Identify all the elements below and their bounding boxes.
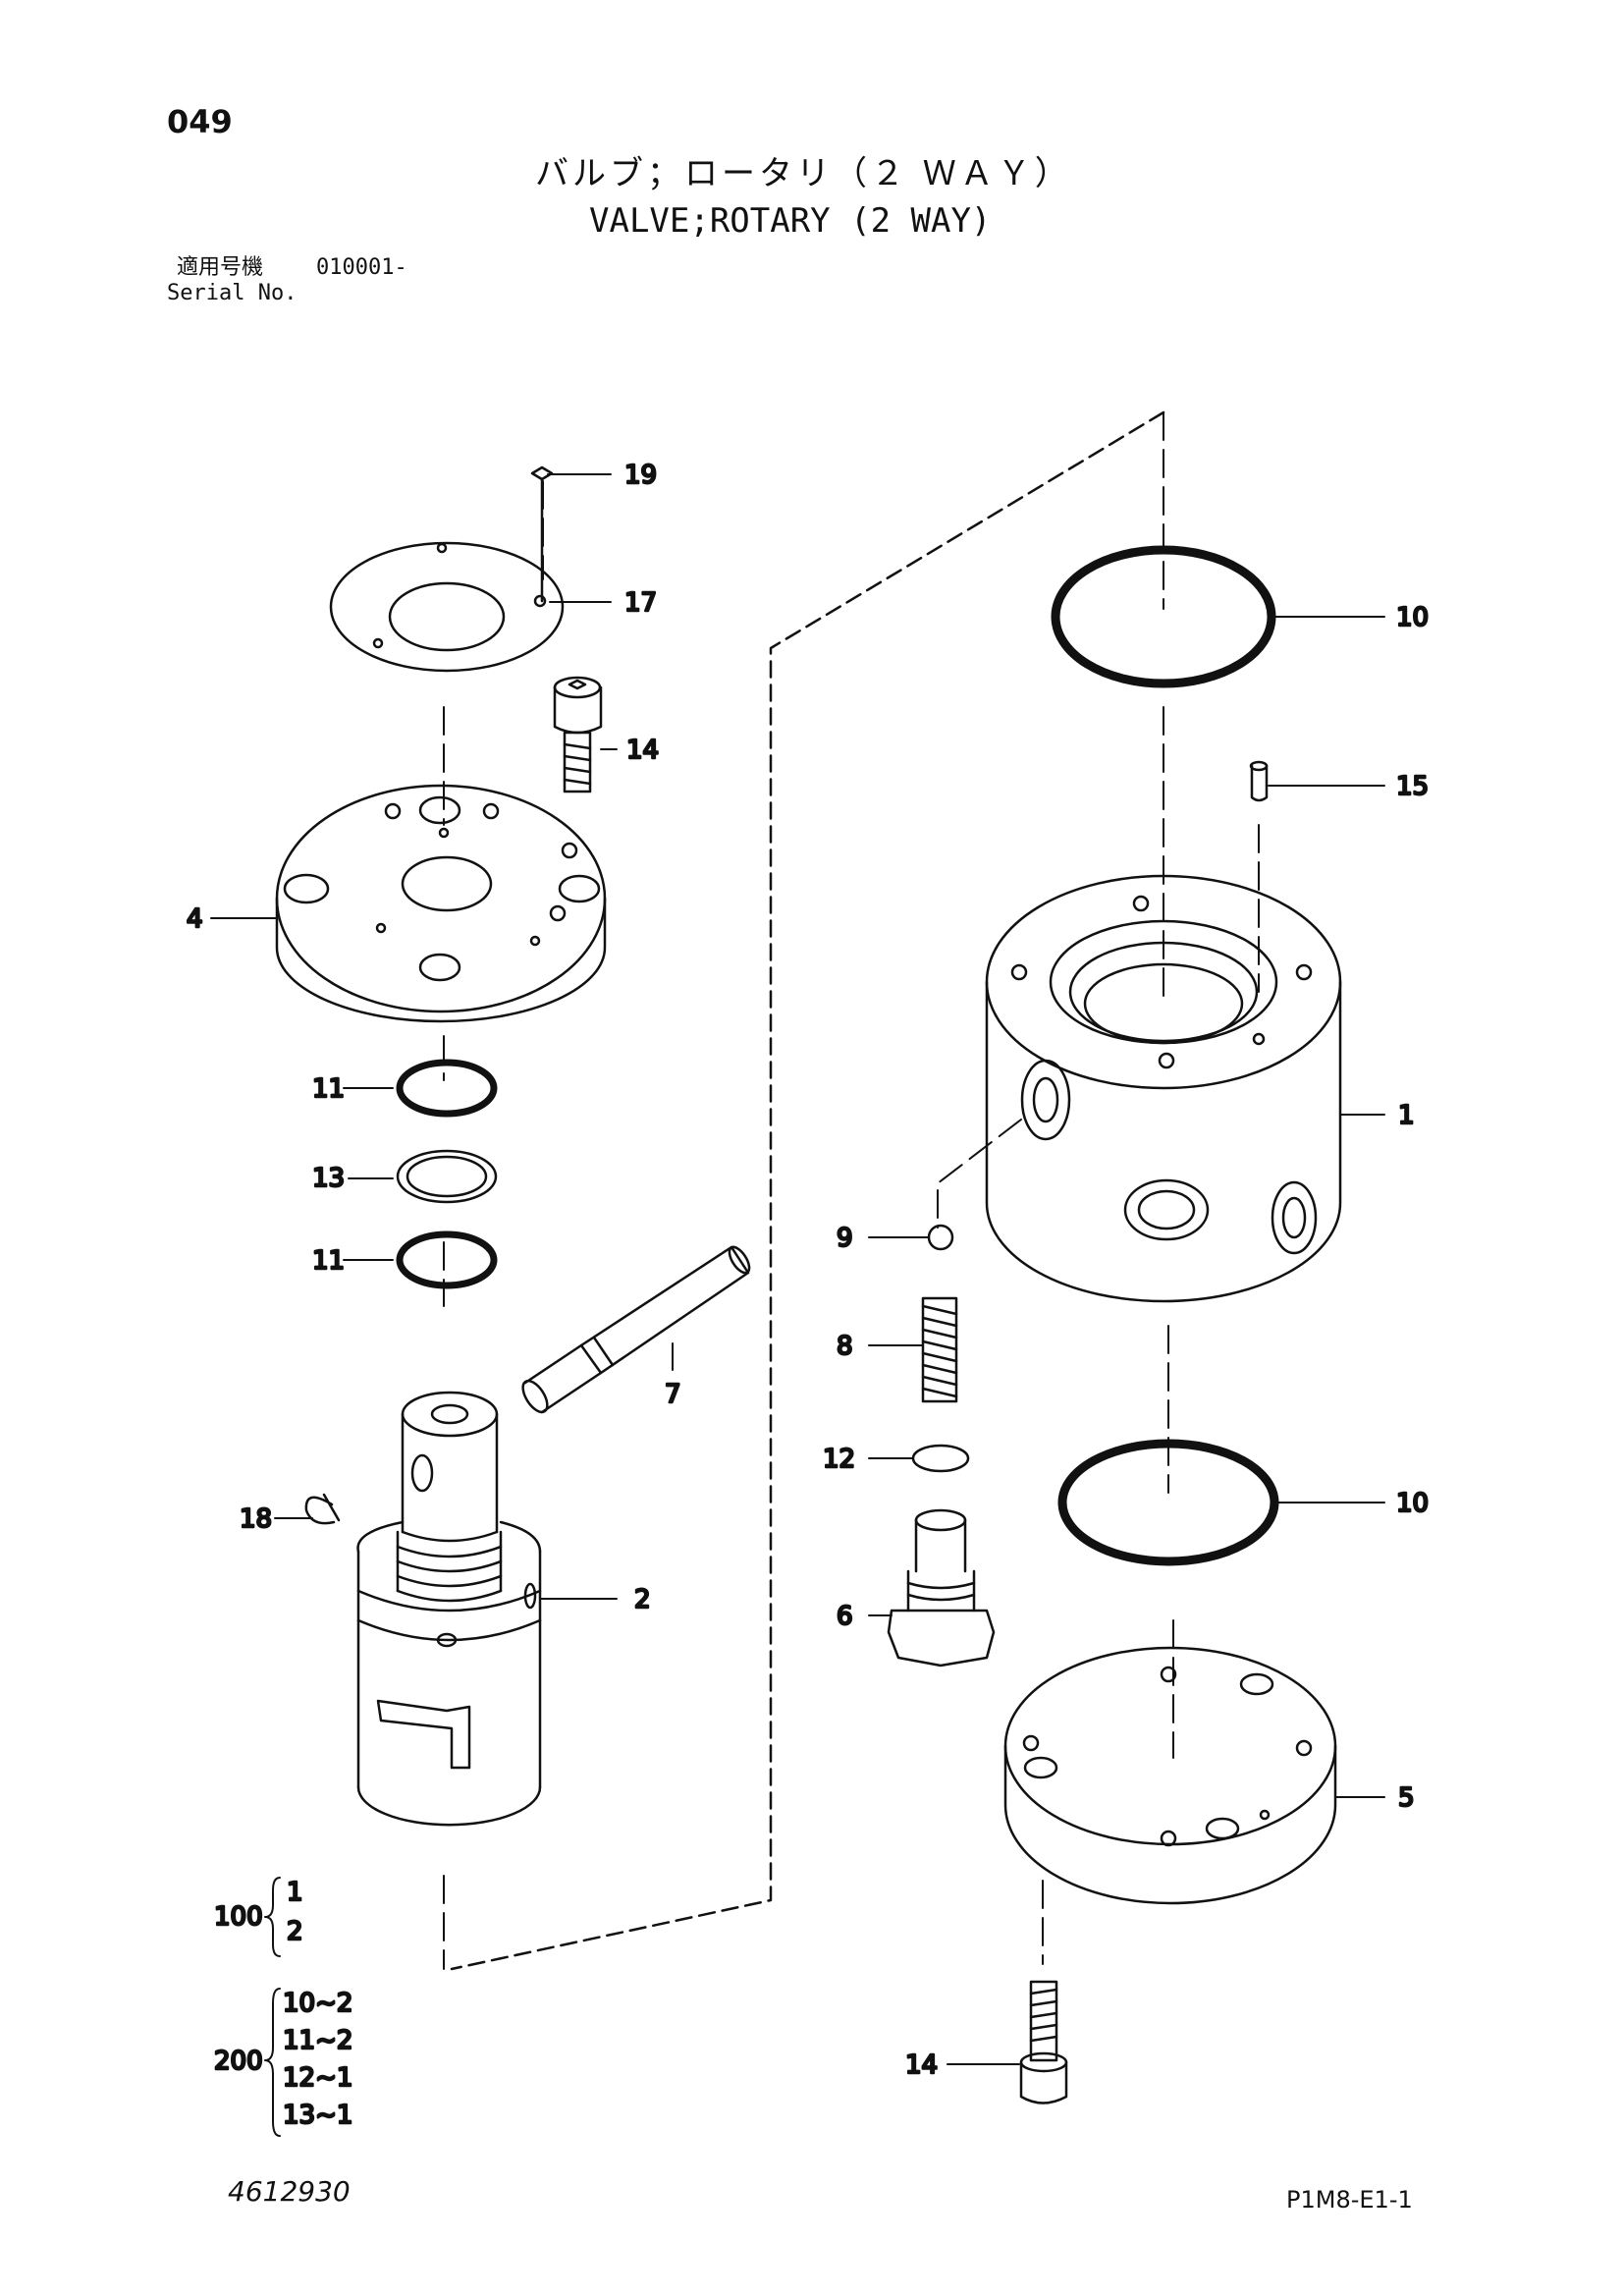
assembly-200-item: 10~2 <box>283 1989 352 2018</box>
callout-6: 6 <box>837 1602 853 1631</box>
callout-1: 1 <box>1398 1101 1415 1130</box>
callout-8: 8 <box>837 1332 853 1361</box>
page-title: VALVE;ROTARY (2 WAY) <box>589 201 992 241</box>
callout-4: 4 <box>187 904 203 934</box>
center-lines <box>443 411 1260 1970</box>
part-15-pin <box>1249 760 1269 802</box>
part-12-o-ring <box>911 1444 970 1473</box>
callout-18: 18 <box>240 1504 272 1534</box>
callout-14-top: 14 <box>626 736 659 765</box>
part-1-housing <box>985 874 1342 1303</box>
leader-lines <box>210 473 1385 2065</box>
page-code: P1M8-E1-1 <box>1286 2186 1413 2214</box>
part-14-socket-bolt-bottom <box>1019 1980 1068 2105</box>
part-4-cover <box>275 784 607 1023</box>
callout-7: 7 <box>665 1380 681 1409</box>
part-5-cover <box>1003 1646 1337 1905</box>
assembly-100-item: 2 <box>287 1917 303 1946</box>
callout-12: 12 <box>823 1445 855 1474</box>
callout-19: 19 <box>624 461 657 490</box>
page-number: 049 <box>167 103 233 140</box>
assembly-200-item: 11~2 <box>283 2026 352 2055</box>
serial-number-range: 010001- <box>316 255 407 280</box>
callout-10-bottom: 10 <box>1396 1489 1429 1518</box>
callout-15: 15 <box>1396 772 1429 801</box>
assembly-group-200: 200 10~2 11~2 12~1 13~1 <box>213 1988 354 2137</box>
assembly-200-item: 13~1 <box>283 2101 352 2130</box>
callout-11-upper: 11 <box>312 1074 345 1104</box>
part-7-pin <box>521 1245 751 1414</box>
part-17-name-plate <box>329 541 565 673</box>
callout-14-bottom: 14 <box>905 2050 938 2080</box>
document-number: 4612930 <box>228 2175 351 2208</box>
assembly-100-label: 100 <box>214 1902 263 1932</box>
serial-label-japanese: 適用号機 <box>177 255 264 280</box>
part-11-o-ring-lower <box>396 1230 498 1289</box>
part-14-socket-bolt-top <box>553 676 603 793</box>
part-2-rotary-spool <box>356 1391 542 1827</box>
callout-13: 13 <box>312 1164 345 1193</box>
callout-17: 17 <box>624 588 657 618</box>
page-title-japanese: バルブ；ロータリ（２ ＷＡＹ） <box>535 154 1072 193</box>
part-6-plug <box>887 1508 996 1667</box>
part-8-spring <box>921 1296 958 1403</box>
callout-5: 5 <box>1398 1783 1415 1813</box>
assembly-200-label: 200 <box>214 2047 263 2076</box>
assembly-200-item: 12~1 <box>283 2063 352 2093</box>
callout-10-top: 10 <box>1396 603 1429 632</box>
part-18-snap-ring <box>304 1493 341 1525</box>
part-9-ball <box>927 1224 954 1251</box>
assembly-group-100: 100 1 2 <box>213 1877 304 1957</box>
callout-2: 2 <box>634 1585 651 1614</box>
callout-11-lower: 11 <box>312 1246 345 1276</box>
assembly-boundary-line <box>450 410 1165 1971</box>
assembly-100-item: 1 <box>287 1878 303 1907</box>
serial-label: Serial No. <box>167 281 298 305</box>
part-13-backup-ring <box>396 1149 498 1204</box>
part-19-drive-screw <box>530 465 554 603</box>
callout-9: 9 <box>837 1224 853 1253</box>
part-11-o-ring-upper <box>396 1059 498 1118</box>
